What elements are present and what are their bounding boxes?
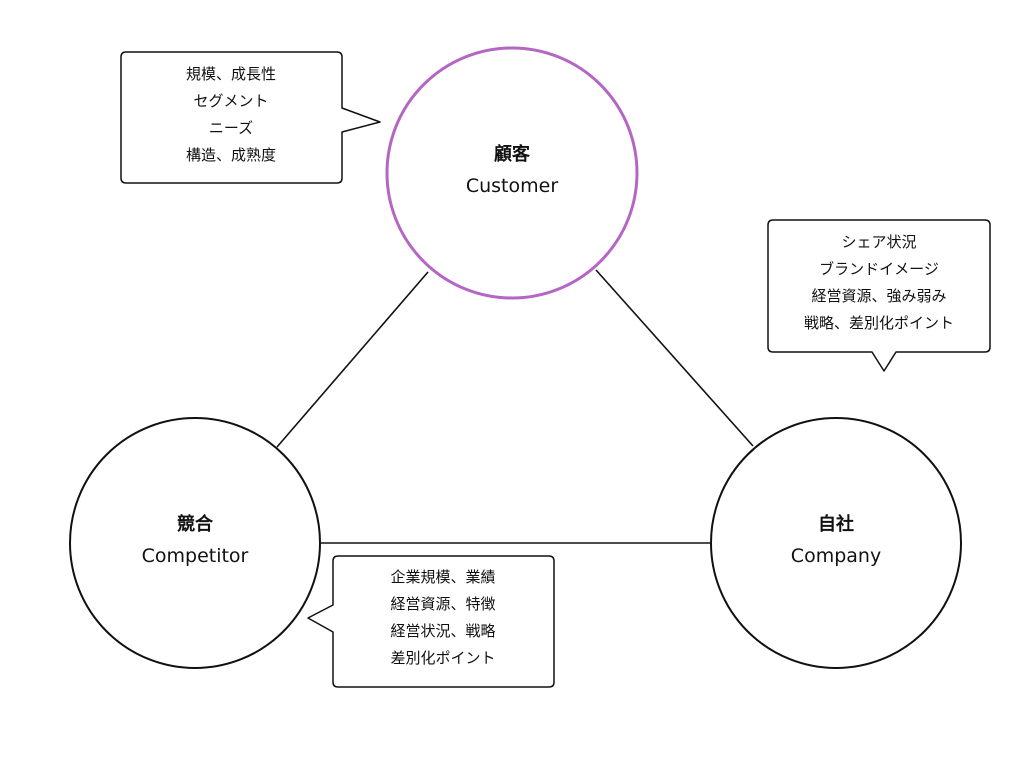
connector-customer-company [595, 269, 754, 447]
customer-note-callout: 規模、成長性 セグメント ニーズ 構造、成熟度 [120, 51, 381, 184]
company-note-callout: シェア状況 ブランドイメージ 経営資源、強み弱み 戦略、差別化ポイント [767, 219, 991, 372]
customer-title: 顧客 [494, 143, 531, 165]
customer-note-line-4: 構造、成熟度 [186, 146, 276, 164]
company-title: 自社 [818, 513, 854, 535]
company-circle [710, 417, 962, 669]
competitor-note-bubble [307, 555, 555, 688]
customer-circle [385, 46, 639, 300]
company-subtitle: Company [791, 545, 881, 567]
company-note-line-3: 経営資源、強み弱み [811, 287, 946, 305]
customer-note-line-3: ニーズ [209, 119, 253, 137]
competitor-note-line-1: 企業規模、業績 [390, 568, 495, 586]
customer-node: 顧客 Customer [385, 46, 639, 300]
competitor-node: 競合 Competitor [69, 417, 321, 669]
customer-note-bubble [120, 51, 381, 184]
company-note-line-4: 戦略、差別化ポイント [804, 314, 954, 332]
competitor-title: 競合 [177, 513, 214, 535]
competitor-note-callout: 企業規模、業績 経営資源、特徴 経営状況、戦略 差別化ポイント [307, 555, 555, 688]
competitor-note-line-4: 差別化ポイント [390, 649, 495, 667]
company-note-line-1: シェア状況 [841, 233, 916, 251]
company-note-line-2: ブランドイメージ [819, 260, 939, 278]
customer-note-line-2: セグメント [193, 92, 268, 110]
competitor-subtitle: Competitor [142, 545, 249, 567]
company-note-bubble [767, 219, 991, 372]
customer-note-line-1: 規模、成長性 [186, 65, 276, 83]
competitor-note-line-2: 経営資源、特徴 [390, 595, 495, 613]
customer-subtitle: Customer [466, 175, 558, 197]
connector-customer-competitor [276, 271, 429, 448]
competitor-note-line-3: 経営状況、戦略 [390, 622, 495, 640]
competitor-circle [69, 417, 321, 669]
company-node: 自社 Company [710, 417, 962, 669]
